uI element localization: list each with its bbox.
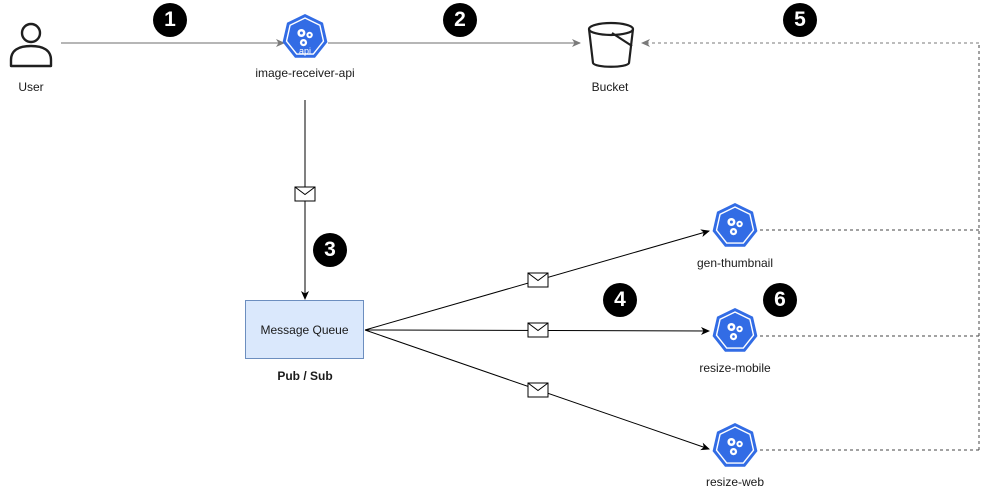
message-queue-label: Message Queue — [260, 322, 349, 337]
step-badge-3: 3 — [313, 233, 347, 267]
bucket-icon — [587, 21, 635, 68]
step-badge-2: 2 — [443, 3, 477, 37]
resize-web-pod-icon — [711, 422, 759, 468]
gen-thumbnail-pod-icon — [711, 202, 759, 248]
api-label: image-receiver-api — [255, 66, 355, 80]
envelope-icon — [527, 272, 549, 288]
bucket-label: Bucket — [591, 80, 629, 94]
gen-thumbnail-label: gen-thumbnail — [696, 256, 774, 270]
envelope-icon — [294, 186, 316, 202]
user-label: User — [18, 80, 44, 94]
step-badge-4: 4 — [603, 283, 637, 317]
resize-mobile-pod-icon — [711, 307, 759, 353]
resize-mobile-label: resize-mobile — [699, 361, 771, 375]
envelope-icon — [527, 382, 549, 398]
step-badge-1: 1 — [153, 3, 187, 37]
user-icon — [9, 22, 53, 68]
envelope-icon — [527, 322, 549, 338]
resize-web-label: resize-web — [705, 475, 765, 489]
pubsub-caption: Pub / Sub — [277, 369, 333, 383]
step-badge-5: 5 — [783, 3, 817, 37]
api-icon-text: api — [299, 46, 311, 56]
step-badge-6: 6 — [763, 283, 797, 317]
message-queue-box: Message Queue — [245, 300, 364, 359]
